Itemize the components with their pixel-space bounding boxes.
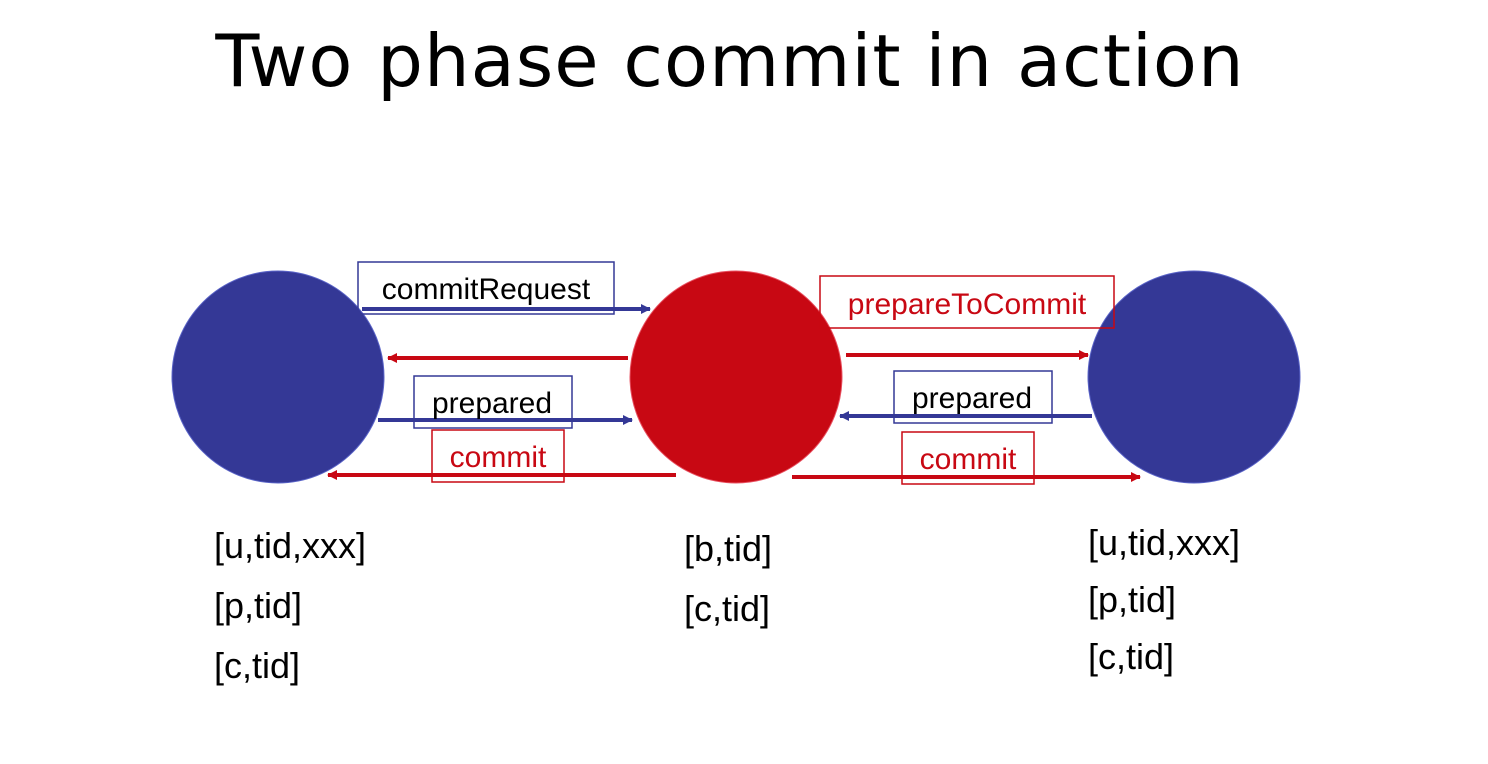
label-prepared-left-text: prepared (432, 387, 552, 420)
log-center: [b,tid] [c,tid] (684, 519, 772, 639)
participant-node-left (171, 270, 385, 484)
log-entry: [u,tid,xxx] (1088, 522, 1241, 563)
label-prepared-right-text: prepared (912, 382, 1032, 415)
label-commit-request-text: commitRequest (382, 273, 591, 306)
log-entry: [b,tid] (684, 528, 773, 569)
label-commit-right: commit (901, 431, 1035, 485)
log-right: [u,tid,xxx] [p,tid] [c,tid] (1088, 514, 1240, 685)
label-prepare-to-commit-text: prepareToCommit (848, 288, 1087, 321)
label-prepare-to-commit-right: prepareToCommit (819, 275, 1115, 329)
log-entry: [c,tid] (214, 645, 301, 686)
slide-title: Two phase commit in action (215, 19, 1245, 103)
log-entry: [c,tid] (684, 588, 771, 629)
label-prepared-right: prepared (893, 370, 1053, 424)
label-commit-left: commit (431, 429, 565, 483)
log-left: [u,tid,xxx] [p,tid] [c,tid] (214, 516, 366, 696)
label-commit-right-text: commit (920, 443, 1017, 476)
log-entry: [c,tid] (1088, 636, 1175, 677)
log-entry: [p,tid] (214, 585, 303, 626)
label-commit-left-text: commit (450, 441, 547, 474)
log-entry: [u,tid,xxx] (214, 525, 367, 566)
label-prepared-left: prepared (413, 375, 573, 429)
coordinator-node-center (629, 270, 843, 484)
label-commit-request: commitRequest (357, 261, 615, 315)
participant-node-right (1087, 270, 1301, 484)
log-entry: [p,tid] (1088, 579, 1177, 620)
